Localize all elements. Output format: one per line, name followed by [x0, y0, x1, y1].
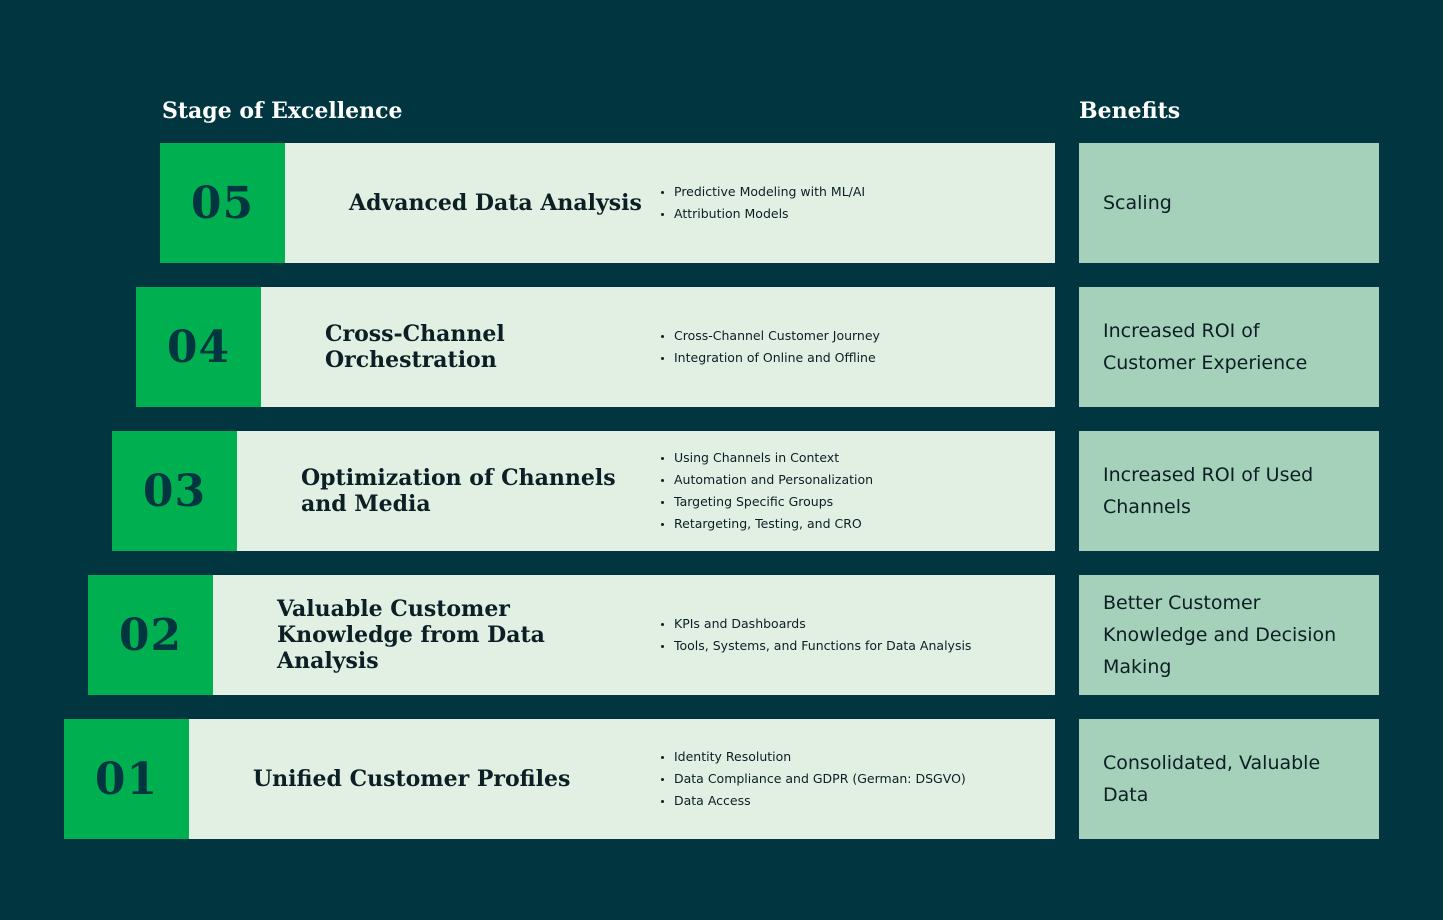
- benefit-03: Increased ROI of Used Channels: [1079, 431, 1379, 551]
- stage-title: Valuable Customer Knowledge from Data An…: [277, 596, 545, 674]
- benefit-text: Increased ROI of Used Channels: [1103, 464, 1314, 518]
- stage-title: Optimization of Channels and Media: [301, 465, 616, 517]
- stage-title: Cross-Channel Orchestration: [325, 321, 505, 373]
- benefit-02: Better Customer Knowledge and Decision M…: [1079, 575, 1379, 695]
- stage-body: Cross-Channel Orchestration Cross-Channe…: [261, 287, 1055, 407]
- stage-bullet: Cross-Channel Customer Journey: [659, 325, 880, 347]
- benefit-text: Scaling: [1103, 192, 1172, 214]
- benefits-column-header: Benefits: [1079, 98, 1181, 124]
- stage-bullet: Predictive Modeling with ML/AI: [659, 181, 865, 203]
- stage-number: 02: [88, 575, 213, 695]
- stage-title: Unified Customer Profiles: [253, 766, 571, 792]
- stage-body: Valuable Customer Knowledge from Data An…: [213, 575, 1055, 695]
- stage-row-03: 03 Optimization of Channels and Media Us…: [112, 431, 1055, 551]
- stage-number: 03: [112, 431, 237, 551]
- stage-bullet: Targeting Specific Groups: [659, 491, 873, 513]
- stage-body: Unified Customer Profiles Identity Resol…: [189, 719, 1055, 839]
- stage-bullet: Tools, Systems, and Functions for Data A…: [659, 635, 971, 657]
- stage-bullet: Using Channels in Context: [659, 447, 873, 469]
- stage-bullet: Retargeting, Testing, and CRO: [659, 513, 873, 535]
- benefit-text: Consolidated, Valuable Data: [1103, 752, 1321, 806]
- stage-bullet: Attribution Models: [659, 203, 865, 225]
- benefit-text: Better Customer Knowledge and Decision M…: [1103, 592, 1337, 678]
- stage-bullet-list: KPIs and Dashboards Tools, Systems, and …: [659, 613, 971, 657]
- stage-bullet: Identity Resolution: [659, 746, 966, 768]
- stage-number: 01: [64, 719, 189, 839]
- stage-bullet: Data Access: [659, 790, 966, 812]
- stage-bullet: Data Compliance and GDPR (German: DSGVO): [659, 768, 966, 790]
- stage-row-01: 01 Unified Customer Profiles Identity Re…: [64, 719, 1055, 839]
- stage-title: Advanced Data Analysis: [349, 190, 642, 216]
- stage-bullet: Integration of Online and Offline: [659, 347, 880, 369]
- stage-number: 05: [160, 143, 285, 263]
- stage-body: Advanced Data Analysis Predictive Modeli…: [285, 143, 1055, 263]
- stage-bullet: Automation and Personalization: [659, 469, 873, 491]
- stage-row-02: 02 Valuable Customer Knowledge from Data…: [88, 575, 1055, 695]
- stage-number: 04: [136, 287, 261, 407]
- benefit-04: Increased ROI of Customer Experience: [1079, 287, 1379, 407]
- benefit-text: Increased ROI of Customer Experience: [1103, 320, 1308, 374]
- benefit-05: Scaling: [1079, 143, 1379, 263]
- stage-row-05: 05 Advanced Data Analysis Predictive Mod…: [160, 143, 1055, 263]
- stage-column-header: Stage of Excellence: [162, 98, 403, 124]
- stage-bullet: KPIs and Dashboards: [659, 613, 971, 635]
- stage-bullet-list: Predictive Modeling with ML/AI Attributi…: [659, 181, 865, 225]
- stage-bullet-list: Identity Resolution Data Compliance and …: [659, 746, 966, 812]
- stage-bullet-list: Using Channels in Context Automation and…: [659, 447, 873, 535]
- stage-body: Optimization of Channels and Media Using…: [237, 431, 1055, 551]
- stage-row-04: 04 Cross-Channel Orchestration Cross-Cha…: [136, 287, 1055, 407]
- benefit-01: Consolidated, Valuable Data: [1079, 719, 1379, 839]
- stage-bullet-list: Cross-Channel Customer Journey Integrati…: [659, 325, 880, 369]
